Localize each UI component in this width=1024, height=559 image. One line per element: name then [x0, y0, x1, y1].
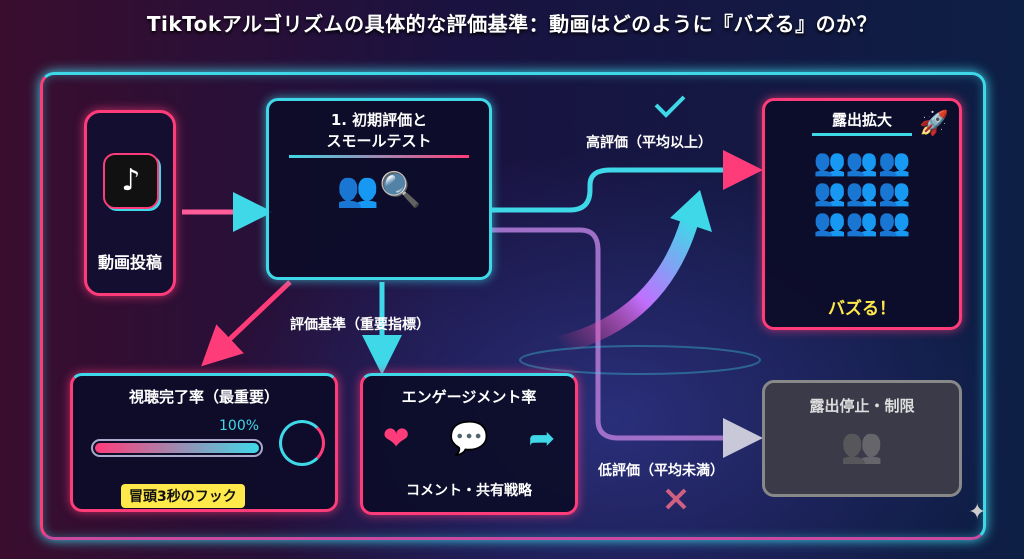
exposure-expansion-box: 露出拡大 🚀 👥👥👥👥👥👥👥👥👥 バズる！: [762, 98, 962, 330]
hook-callout: 冒頭3秒のフック: [121, 484, 245, 508]
engagement-title: エンゲージメント率: [401, 388, 537, 406]
initial-evaluation-box: 1. 初期評価と スモールテスト 👥🔍: [266, 98, 492, 280]
page-title: TikTokアルゴリズムの具体的な評価基準：動画はどのように『バズる』のか？: [146, 12, 878, 36]
engagement-caption: コメント・共有戦略: [406, 483, 532, 499]
phone-video-post: ♪ 動画投稿: [84, 110, 176, 296]
step1-title-line1: 1. 初期評価と: [330, 111, 428, 129]
sparkle-icon: ✦: [968, 500, 987, 525]
cross-icon: [665, 488, 687, 510]
engagement-rate-box: エンゲージメント率 ❤ 💬 ➦ コメント・共有戦略: [360, 373, 578, 515]
heart-icon: ❤: [382, 419, 410, 457]
check-icon: [654, 95, 686, 118]
criteria-label: 評価基準（重要指標）: [290, 317, 430, 333]
share-icon: ➦: [528, 419, 556, 457]
expand-title: 露出拡大: [831, 111, 892, 129]
high-eval-label: 高評価（平均以上）: [586, 135, 712, 151]
progress-percent: 100%: [219, 418, 260, 434]
step1-title-line2: スモールテスト: [326, 132, 432, 150]
comment-icon: 💬: [449, 419, 489, 457]
buzz-badge: バズる！: [828, 299, 896, 319]
users-gray-icon: 👥: [840, 426, 884, 466]
crowd-icon: 👥👥👥👥👥👥👥👥👥: [813, 148, 911, 238]
stopwatch-icon: [279, 420, 325, 466]
audience-magnifier-icon: 👥🔍: [336, 170, 422, 210]
completion-title: 視聴完了率（最重要）: [128, 388, 279, 406]
diagram-frame: [40, 72, 986, 540]
arrow-high-eval: [492, 150, 763, 213]
completion-progress-bar: [91, 439, 263, 457]
completion-rate-box: 視聴完了率（最重要） 100% 冒頭3秒のフック: [70, 373, 338, 512]
arrow-to-completion: [201, 280, 292, 367]
stop-title: 露出停止・制限: [809, 397, 915, 415]
exposure-stop-box: 露出停止・制限 👥: [762, 380, 962, 497]
growth-arrow: [557, 217, 699, 354]
tiktok-logo-icon: ♪: [103, 153, 159, 209]
rocket-icon: 🚀: [919, 109, 949, 137]
low-eval-label: 低評価（平均未満）: [598, 463, 724, 479]
phone-label: 動画投稿: [97, 253, 162, 272]
